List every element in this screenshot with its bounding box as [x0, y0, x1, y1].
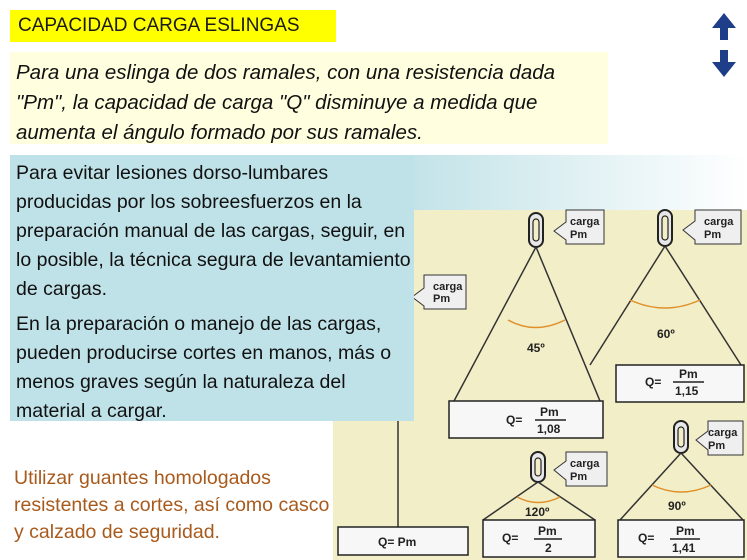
page-title: CAPACIDAD CARGA ESLINGAS: [10, 10, 336, 42]
injury-info-panel: Para evitar lesiones dorso-lumbares prod…: [10, 155, 414, 422]
sling-45: carga Pm 45º Q= Pm 1,08: [448, 209, 605, 439]
tag-unit: Pm: [570, 471, 587, 483]
tag-word: carga: [570, 216, 600, 228]
safety-text: Utilizar guantes homologados resistentes…: [14, 467, 330, 543]
tag-word: carga: [570, 458, 600, 470]
intro-box: Para una eslinga de dos ramales, con una…: [10, 52, 608, 144]
angle-120: 120º: [525, 505, 550, 519]
angle-90: 90º: [668, 499, 686, 513]
load-block: [337, 526, 469, 556]
formula-numerator: Pm: [538, 524, 557, 538]
tag-unit: Pm: [433, 293, 450, 305]
intro-text: Para una eslinga de dos ramales, con una…: [16, 61, 556, 144]
scroll-navigation[interactable]: [711, 12, 737, 78]
sling-60: carga Pm 60º Q= Pm 1,15: [589, 209, 745, 403]
tag-unit: Pm: [704, 229, 721, 241]
tag-word: carga: [433, 281, 463, 293]
formula-numerator: Pm: [676, 524, 695, 538]
load-tag: carga Pm: [411, 274, 467, 310]
arrow-down-icon[interactable]: [712, 50, 736, 77]
sling-90: carga Pm 90º Q= Pm 1,41: [617, 420, 745, 558]
q-label: Q=: [645, 375, 661, 389]
formula-denominator: 1,08: [537, 422, 561, 436]
angle-60: 60º: [657, 327, 675, 341]
panel-fade: [414, 155, 747, 210]
formula-denominator: 1,15: [675, 384, 699, 398]
injury-text-2: En la preparación o manejo de las cargas…: [16, 313, 392, 422]
q-label: Q=: [638, 531, 654, 545]
q-label: Q=: [506, 413, 522, 427]
angle-45: 45º: [527, 341, 545, 355]
tag-word: carga: [708, 427, 738, 439]
arrow-up-icon[interactable]: [712, 13, 736, 40]
formula-denominator: 2: [545, 541, 552, 555]
injury-text-1: Para evitar lesiones dorso-lumbares prod…: [16, 162, 411, 300]
q-label: Q=: [502, 531, 518, 545]
formula-numerator: Pm: [540, 405, 559, 419]
tag-unit: Pm: [570, 229, 587, 241]
tag-unit: Pm: [708, 440, 725, 452]
formula-denominator: 1,41: [672, 541, 696, 555]
sling-120: carga Pm 120º Q= Pm 2: [482, 451, 608, 558]
formula-straight: Q= Pm: [378, 535, 416, 549]
tag-word: carga: [704, 216, 734, 228]
formula-numerator: Pm: [679, 367, 698, 381]
